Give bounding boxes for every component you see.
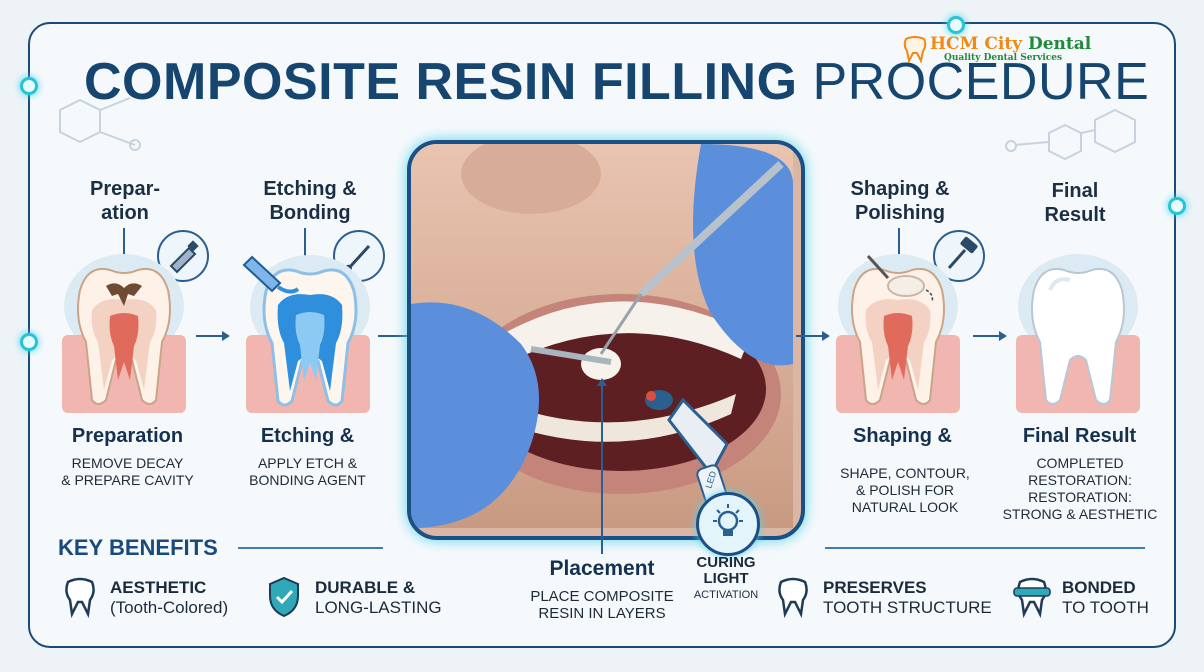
title-bold: COMPOSITE RESIN FILLING xyxy=(84,53,798,111)
tooth-shaping-illustration xyxy=(836,254,960,413)
decor-dot-right xyxy=(1168,197,1186,215)
shield-check-icon xyxy=(269,576,299,618)
logo-name-part1: HCM City xyxy=(930,34,1023,54)
tooth-etching-illustration xyxy=(242,255,370,413)
step-final-desc-line2: Restoration: xyxy=(1028,472,1132,488)
step-final-top-line1: Final xyxy=(1051,180,1099,202)
curing-line3: ACTIVATION xyxy=(693,589,759,601)
tooth-preparation-illustration xyxy=(62,254,186,413)
step-shaping-name: Shaping & xyxy=(853,425,952,447)
polisher-badge xyxy=(933,230,985,282)
logo-name: HCM City Dental xyxy=(930,34,1091,54)
tooth-outline-icon xyxy=(778,577,808,618)
procedure-photo: LED xyxy=(407,140,805,540)
step-final-desc-line1: Completed xyxy=(1036,455,1124,471)
step-preparation-top-line1: Prepar- xyxy=(89,178,161,200)
logo-tagline: Quality Dental Services xyxy=(944,53,1063,63)
step-etching-top-label: Etching & Bonding xyxy=(240,177,380,225)
right-arrow-icon xyxy=(796,331,830,341)
step-preparation-top-line2: ation xyxy=(101,202,149,224)
step-shaping-desc-line1: Shape, Contour, xyxy=(840,465,970,481)
benefit-durable-line2: LONG-LASTING xyxy=(315,598,442,617)
light-bulb-icon xyxy=(713,504,743,536)
up-arrow-icon xyxy=(597,378,607,554)
tooth-logo-icon xyxy=(903,36,927,63)
benefit-bonded-line2: TO TOOTH xyxy=(1062,598,1149,617)
polisher-icon xyxy=(947,236,978,269)
step-shaping-top-line2: Polishing xyxy=(855,202,945,224)
logo-name-part2: Dental xyxy=(1027,34,1092,54)
decor-dot-top xyxy=(947,16,965,34)
step-preparation-desc-line1: Remove Decay xyxy=(71,455,184,471)
curing-line1: CURING xyxy=(696,554,756,571)
curing-light-caption: CURING LIGHT ACTIVATION xyxy=(688,555,764,603)
tooth-outline-icon xyxy=(65,577,95,618)
step-etching-top-line2: Bonding xyxy=(269,202,351,224)
benefit-aesthetic-line2: (Tooth-Colored) xyxy=(110,598,229,617)
step-final-top-line2: Result xyxy=(1044,204,1106,226)
title-light: PROCEDURE xyxy=(812,53,1150,111)
page-title: COMPOSITE RESIN FILLING PROCEDURE xyxy=(84,52,1149,112)
step-final-name: Final Result xyxy=(1022,425,1137,447)
step-final-desc-line3: Restoration: xyxy=(1028,489,1132,505)
step-preparation-top-label: Prepar- ation xyxy=(60,177,190,225)
step-etching-desc-line2: Bonding Agent xyxy=(249,472,366,488)
benefit-preserves-line1: PRESERVES xyxy=(823,578,927,597)
step-shaping-top-line1: Shaping & xyxy=(850,178,950,200)
bonded-tooth-icon xyxy=(1013,577,1051,618)
molecule-decor-left xyxy=(59,97,141,151)
benefit-preserves: PRESERVES TOOTH STRUCTURE xyxy=(823,578,992,618)
step-shaping-desc-line3: Natural Look xyxy=(851,499,959,515)
right-arrow-icon xyxy=(196,331,230,341)
dental-drill-badge xyxy=(157,230,209,282)
benefit-bonded: BONDED TO TOOTH xyxy=(1062,578,1149,618)
key-benefits-heading: KEY BENEFITS xyxy=(58,535,218,560)
key-benefits-rule-right xyxy=(825,547,1145,549)
step-etching-name: Etching & xyxy=(260,425,355,447)
curing-line2: LIGHT xyxy=(703,570,749,587)
step-placement-desc: Place Composite Resin in Layers xyxy=(508,588,696,622)
step-preparation-name: Preparation xyxy=(71,425,184,447)
benefit-aesthetic-line1: AESTHETIC xyxy=(110,578,207,597)
right-arrow-icon xyxy=(378,335,412,337)
dental-drill-icon xyxy=(169,240,199,274)
molecule-decor-right xyxy=(1005,108,1136,161)
tooth-final-illustration xyxy=(1016,254,1140,413)
step-shaping-desc-line2: & Polish for xyxy=(855,482,955,498)
benefit-bonded-line1: BONDED xyxy=(1062,578,1136,597)
benefit-durable: DURABLE & LONG-LASTING xyxy=(315,578,442,618)
brand-logo: HCM City Dental Quality Dental Services xyxy=(902,31,1102,67)
step-placement-desc-line1: Place Composite xyxy=(530,588,674,605)
step-final-top-label: Final Result xyxy=(1010,179,1140,227)
step-shaping-desc: Shape, Contour, & Polish for Natural Loo… xyxy=(815,465,995,516)
step-final-desc-line4: Strong & Aesthetic xyxy=(1002,506,1158,522)
key-benefits-rule-left xyxy=(238,547,383,549)
right-arrow-icon xyxy=(973,331,1007,341)
benefit-aesthetic: AESTHETIC (Tooth-Colored) xyxy=(110,578,228,618)
step-placement-name: Placement xyxy=(549,557,655,580)
step-shaping-top-label: Shaping & Polishing xyxy=(830,177,970,225)
step-preparation-desc: Remove Decay & Prepare Cavity xyxy=(40,455,215,489)
step-etching-top-line1: Etching & xyxy=(263,178,357,200)
decor-dot-left-1 xyxy=(20,77,38,95)
benefit-preserves-line2: TOOTH STRUCTURE xyxy=(823,598,992,617)
decor-dot-left-2 xyxy=(20,333,38,351)
step-preparation-desc-line2: & Prepare Cavity xyxy=(61,472,194,488)
step-etching-desc-line1: Apply Etch & xyxy=(257,455,358,471)
benefit-durable-line1: DURABLE & xyxy=(315,578,416,597)
curing-light-badge xyxy=(696,492,760,556)
step-placement-desc-line2: Resin in Layers xyxy=(538,605,666,622)
step-final-desc: Completed Restoration: Restoration: Stro… xyxy=(987,455,1173,523)
step-etching-desc: Apply Etch & Bonding Agent xyxy=(220,455,395,489)
